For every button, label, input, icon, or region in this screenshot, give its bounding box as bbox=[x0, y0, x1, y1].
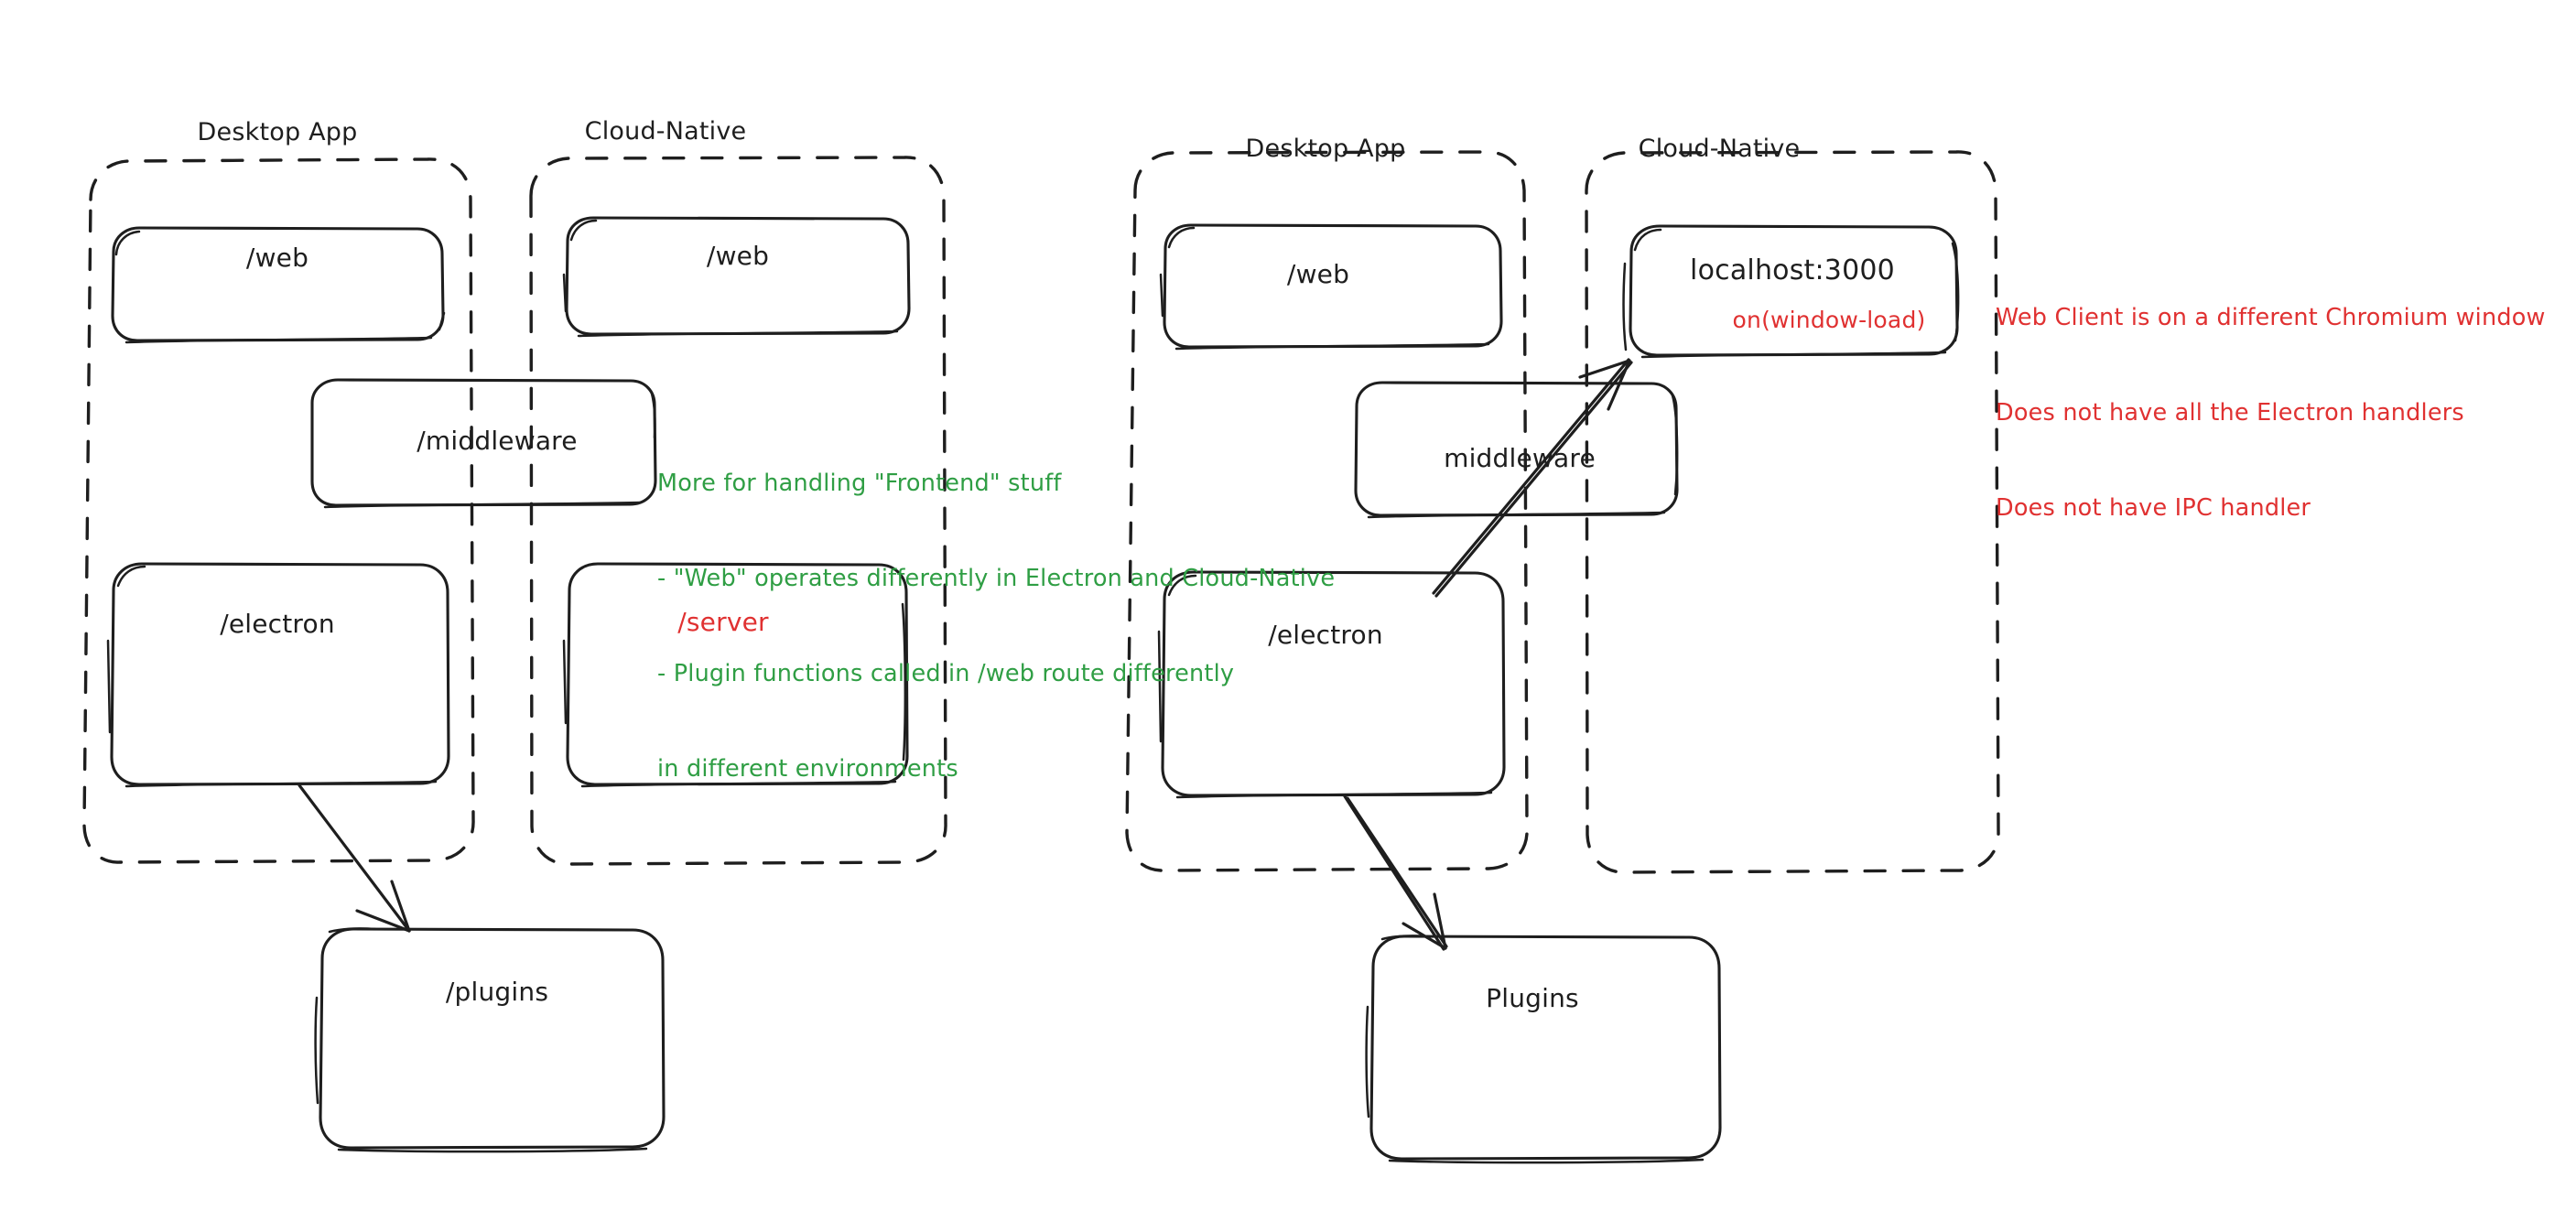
left-web-cloud-label: /web bbox=[706, 241, 770, 271]
right-localhost-sublabel: on(window-load) bbox=[1732, 307, 1926, 333]
left-web-cloud-box bbox=[562, 216, 911, 338]
left-cloud-native-title: Cloud-Native bbox=[584, 117, 747, 146]
left-desktop-app-boundary bbox=[82, 157, 475, 864]
left-server-box bbox=[562, 562, 909, 788]
left-desktop-app-title: Desktop App bbox=[197, 118, 358, 146]
frontend-note-line-3: - Plugin functions called in /web route … bbox=[657, 660, 1235, 688]
right-localhost-box bbox=[1622, 224, 1960, 359]
left-plugins-box bbox=[314, 927, 666, 1153]
right-electron-label: /electron bbox=[1268, 620, 1383, 650]
right-plugins-label: Plugins bbox=[1486, 983, 1579, 1013]
frontend-note-line-2: - "Web" operates differently in Electron… bbox=[657, 565, 1336, 593]
left-server-label: /server bbox=[677, 607, 769, 637]
right-cloud-native-boundary bbox=[1585, 150, 2000, 874]
right-web-box bbox=[1159, 223, 1503, 351]
right-electron-to-localhost-arrow bbox=[1432, 358, 1633, 598]
right-cloud-native-title: Cloud-Native bbox=[1638, 135, 1801, 163]
left-plugins-label: /plugins bbox=[445, 977, 549, 1007]
right-electron-box bbox=[1157, 570, 1506, 799]
left-electron-label: /electron bbox=[220, 609, 335, 639]
left-web-box bbox=[111, 226, 446, 344]
left-middleware-box bbox=[310, 378, 657, 509]
right-web-label: /web bbox=[1286, 259, 1350, 289]
left-electron-to-plugins-arrow bbox=[298, 784, 411, 933]
right-localhost-label: localhost:3000 bbox=[1690, 254, 1895, 286]
right-electron-to-plugins-arrow bbox=[1343, 794, 1448, 951]
right-middleware-label: middleware bbox=[1444, 443, 1596, 473]
web-client-note-line-1: Web Client is on a different Chromium wi… bbox=[1996, 304, 2546, 332]
right-desktop-app-boundary bbox=[1125, 150, 1529, 872]
frontend-note-line-4: in different environments bbox=[657, 755, 958, 784]
left-electron-box bbox=[106, 562, 450, 788]
left-middleware-label: /middleware bbox=[417, 426, 578, 456]
web-client-note-line-3: Does not have IPC handler bbox=[1996, 494, 2311, 523]
left-web-label: /web bbox=[245, 243, 309, 273]
right-desktop-app-title: Desktop App bbox=[1245, 135, 1406, 163]
frontend-note-line-1: More for handling "Frontend" stuff bbox=[657, 470, 1062, 498]
left-cloud-native-boundary bbox=[529, 156, 947, 866]
right-middleware-box bbox=[1354, 381, 1679, 519]
web-client-note-line-2: Does not have all the Electron handlers bbox=[1996, 399, 2464, 427]
web-client-note: Web Client is on a different Chromium wi… bbox=[1996, 239, 2546, 588]
frontend-note: More for handling "Frontend" stuff - "We… bbox=[657, 405, 1335, 848]
right-plugins-box bbox=[1365, 935, 1722, 1164]
